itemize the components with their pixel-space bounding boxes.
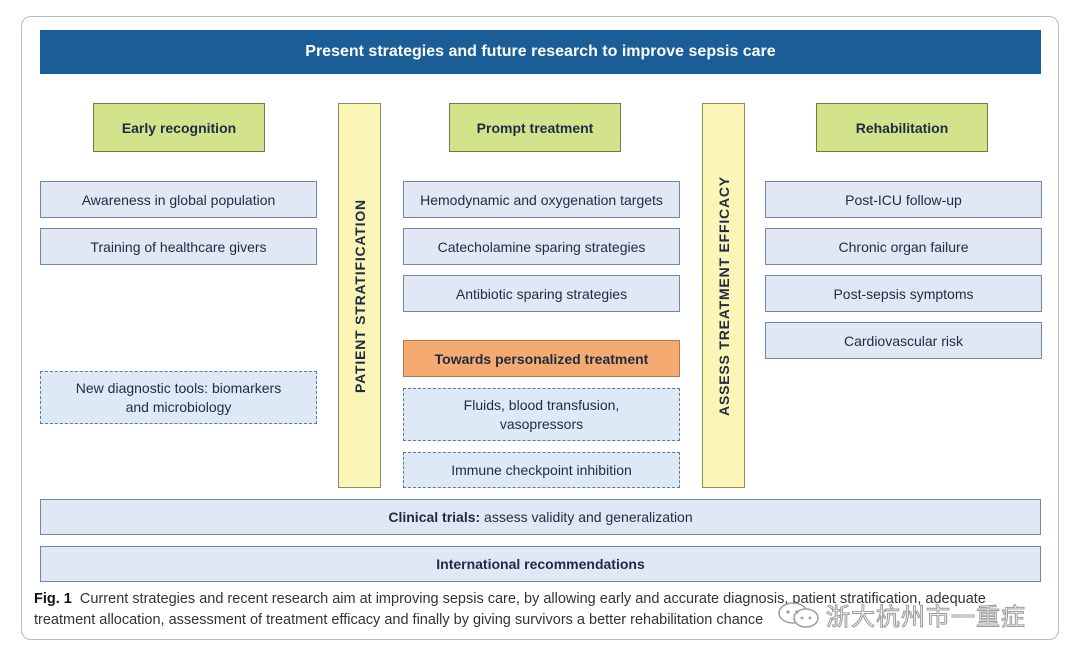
prompt-treatment-header: Prompt treatment [449, 103, 621, 152]
rehab-item-chronic-organ: Chronic organ failure [765, 228, 1042, 265]
early-item-awareness: Awareness in global population [40, 181, 317, 218]
watermark: 浙大杭州市一重症 [776, 597, 1026, 632]
rehabilitation-header: Rehabilitation [816, 103, 988, 152]
patient-stratification-label: PATIENT STRATIFICATION [351, 198, 368, 393]
patient-stratification-bar: PATIENT STRATIFICATION [338, 103, 381, 488]
figure-caption-label: Fig. 1 [34, 591, 72, 607]
prompt-future-immune-checkpoint: Immune checkpoint inhibition [403, 452, 680, 488]
prompt-item-hemodynamic: Hemodynamic and oxygenation targets [403, 181, 680, 218]
personalized-treatment-header: Towards personalized treatment [403, 340, 680, 377]
early-future-diagnostic-tools: New diagnostic tools: biomarkers and mic… [40, 371, 317, 424]
figure-caption-text: Current strategies and recent research a… [34, 591, 990, 628]
early-item-training: Training of healthcare givers [40, 228, 317, 265]
clinical-trials-text: assess validity and generalization [480, 509, 693, 525]
watermark-text: 浙大杭州市一重症 [826, 603, 1026, 632]
prompt-future-fluids: Fluids, blood transfusion, vasopressors [403, 388, 680, 441]
rehab-item-post-icu: Post-ICU follow-up [765, 181, 1042, 218]
diagram-banner: Present strategies and future research t… [40, 30, 1041, 74]
rehab-item-cardiovascular: Cardiovascular risk [765, 322, 1042, 359]
chat-bubbles-icon [778, 601, 819, 628]
clinical-trials-bar: Clinical trials: assess validity and gen… [40, 499, 1041, 535]
assess-treatment-efficacy-label: ASSESS TREATMENT EFFICACY [715, 175, 732, 416]
prompt-item-antibiotic: Antibiotic sparing strategies [403, 275, 680, 312]
early-recognition-header: Early recognition [93, 103, 265, 152]
assess-treatment-efficacy-bar: ASSESS TREATMENT EFFICACY [702, 103, 745, 488]
clinical-trials-label: Clinical trials: [388, 509, 481, 525]
prompt-item-catecholamine: Catecholamine sparing strategies [403, 228, 680, 265]
international-recommendations-bar: International recommendations [40, 546, 1041, 582]
figure-caption: Fig. 1 Current strategies and recent res… [34, 589, 1049, 631]
rehab-item-post-sepsis: Post-sepsis symptoms [765, 275, 1042, 312]
